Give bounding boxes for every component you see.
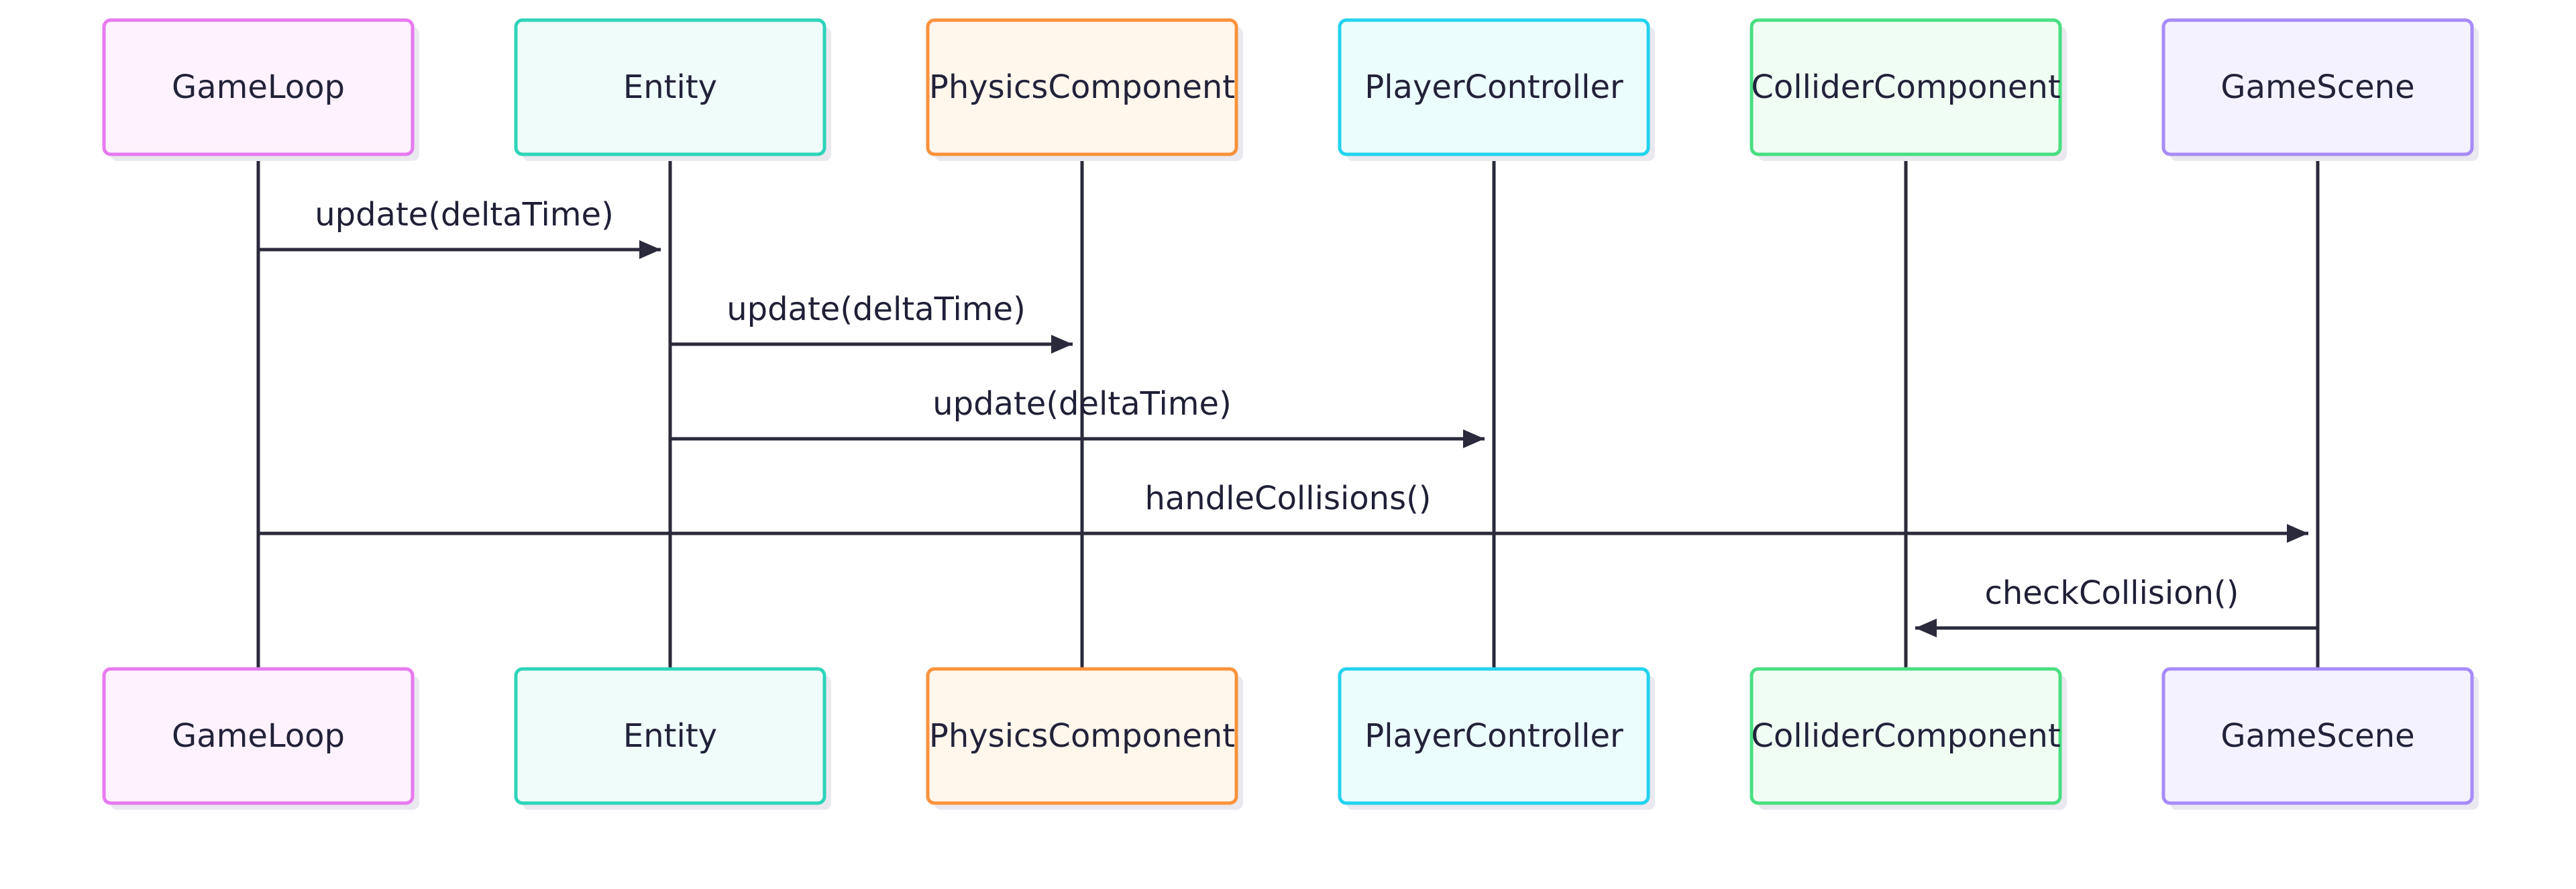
lifelines xyxy=(256,154,2320,669)
message-label: handleCollisions() xyxy=(1144,480,1431,517)
participant-box xyxy=(1338,667,1650,805)
participant-box xyxy=(926,18,1238,156)
message-label: update(deltaTime) xyxy=(315,196,614,233)
participant-entity-top: Entity xyxy=(514,18,831,161)
message-arrowhead xyxy=(639,240,661,259)
participants-top: GameLoop Entity PhysicsComponent PlayerCont… xyxy=(102,18,2479,161)
message-label: checkCollision() xyxy=(1984,574,2239,612)
participant-label: GameLoop xyxy=(172,717,345,755)
participant-box xyxy=(1750,18,2062,156)
participant-collider-bottom: ColliderComponent xyxy=(1750,667,2067,810)
participant-label: PhysicsComponent xyxy=(929,68,1235,106)
message-label: update(deltaTime) xyxy=(932,385,1232,423)
participant-label: Entity xyxy=(623,717,717,755)
participant-label: PlayerController xyxy=(1364,68,1623,106)
participant-box xyxy=(1338,18,1650,156)
participant-scene-bottom: GameScene xyxy=(2161,667,2479,810)
message-arrowhead xyxy=(1051,335,1073,354)
message-arrowhead xyxy=(2287,524,2308,543)
participant-box xyxy=(514,18,826,156)
participant-physics-top: PhysicsComponent xyxy=(926,18,1243,161)
message-arrowhead xyxy=(1915,619,1937,637)
participant-box xyxy=(102,18,415,156)
participant-label: GameScene xyxy=(2220,717,2414,755)
participant-entity-bottom: Entity xyxy=(514,667,831,810)
message-0: update(deltaTime) xyxy=(258,196,661,259)
participant-box xyxy=(2161,18,2474,156)
participant-label: ColliderComponent xyxy=(1751,68,2060,106)
participant-box xyxy=(102,667,415,805)
message-label: update(deltaTime) xyxy=(727,291,1026,328)
message-arrowhead xyxy=(1463,429,1485,448)
participant-label: GameLoop xyxy=(172,68,345,106)
participant-label: PlayerController xyxy=(1364,717,1623,755)
participant-box xyxy=(926,667,1238,805)
participant-label: Entity xyxy=(623,68,717,106)
participant-label: ColliderComponent xyxy=(1751,717,2060,755)
participant-player-bottom: PlayerController xyxy=(1338,667,1655,810)
participant-gameloop-top: GameLoop xyxy=(102,18,419,161)
participants-bottom: GameLoop Entity PhysicsComponent PlayerCont… xyxy=(102,667,2479,810)
participant-box xyxy=(2161,667,2474,805)
participant-box xyxy=(1750,667,2062,805)
participant-label: GameScene xyxy=(2220,68,2414,106)
message-3: handleCollisions() xyxy=(258,480,2308,543)
messages: update(deltaTime) update(deltaTime) update… xyxy=(258,196,2318,637)
participant-label: PhysicsComponent xyxy=(929,717,1235,755)
participant-gameloop-bottom: GameLoop xyxy=(102,667,419,810)
participant-box xyxy=(514,667,826,805)
participant-player-top: PlayerController xyxy=(1338,18,1655,161)
message-4: checkCollision() xyxy=(1915,574,2318,637)
message-2: update(deltaTime) xyxy=(670,385,1485,448)
message-1: update(deltaTime) xyxy=(670,291,1073,354)
participant-physics-bottom: PhysicsComponent xyxy=(926,667,1243,810)
participant-collider-top: ColliderComponent xyxy=(1750,18,2067,161)
participant-scene-top: GameScene xyxy=(2161,18,2479,161)
